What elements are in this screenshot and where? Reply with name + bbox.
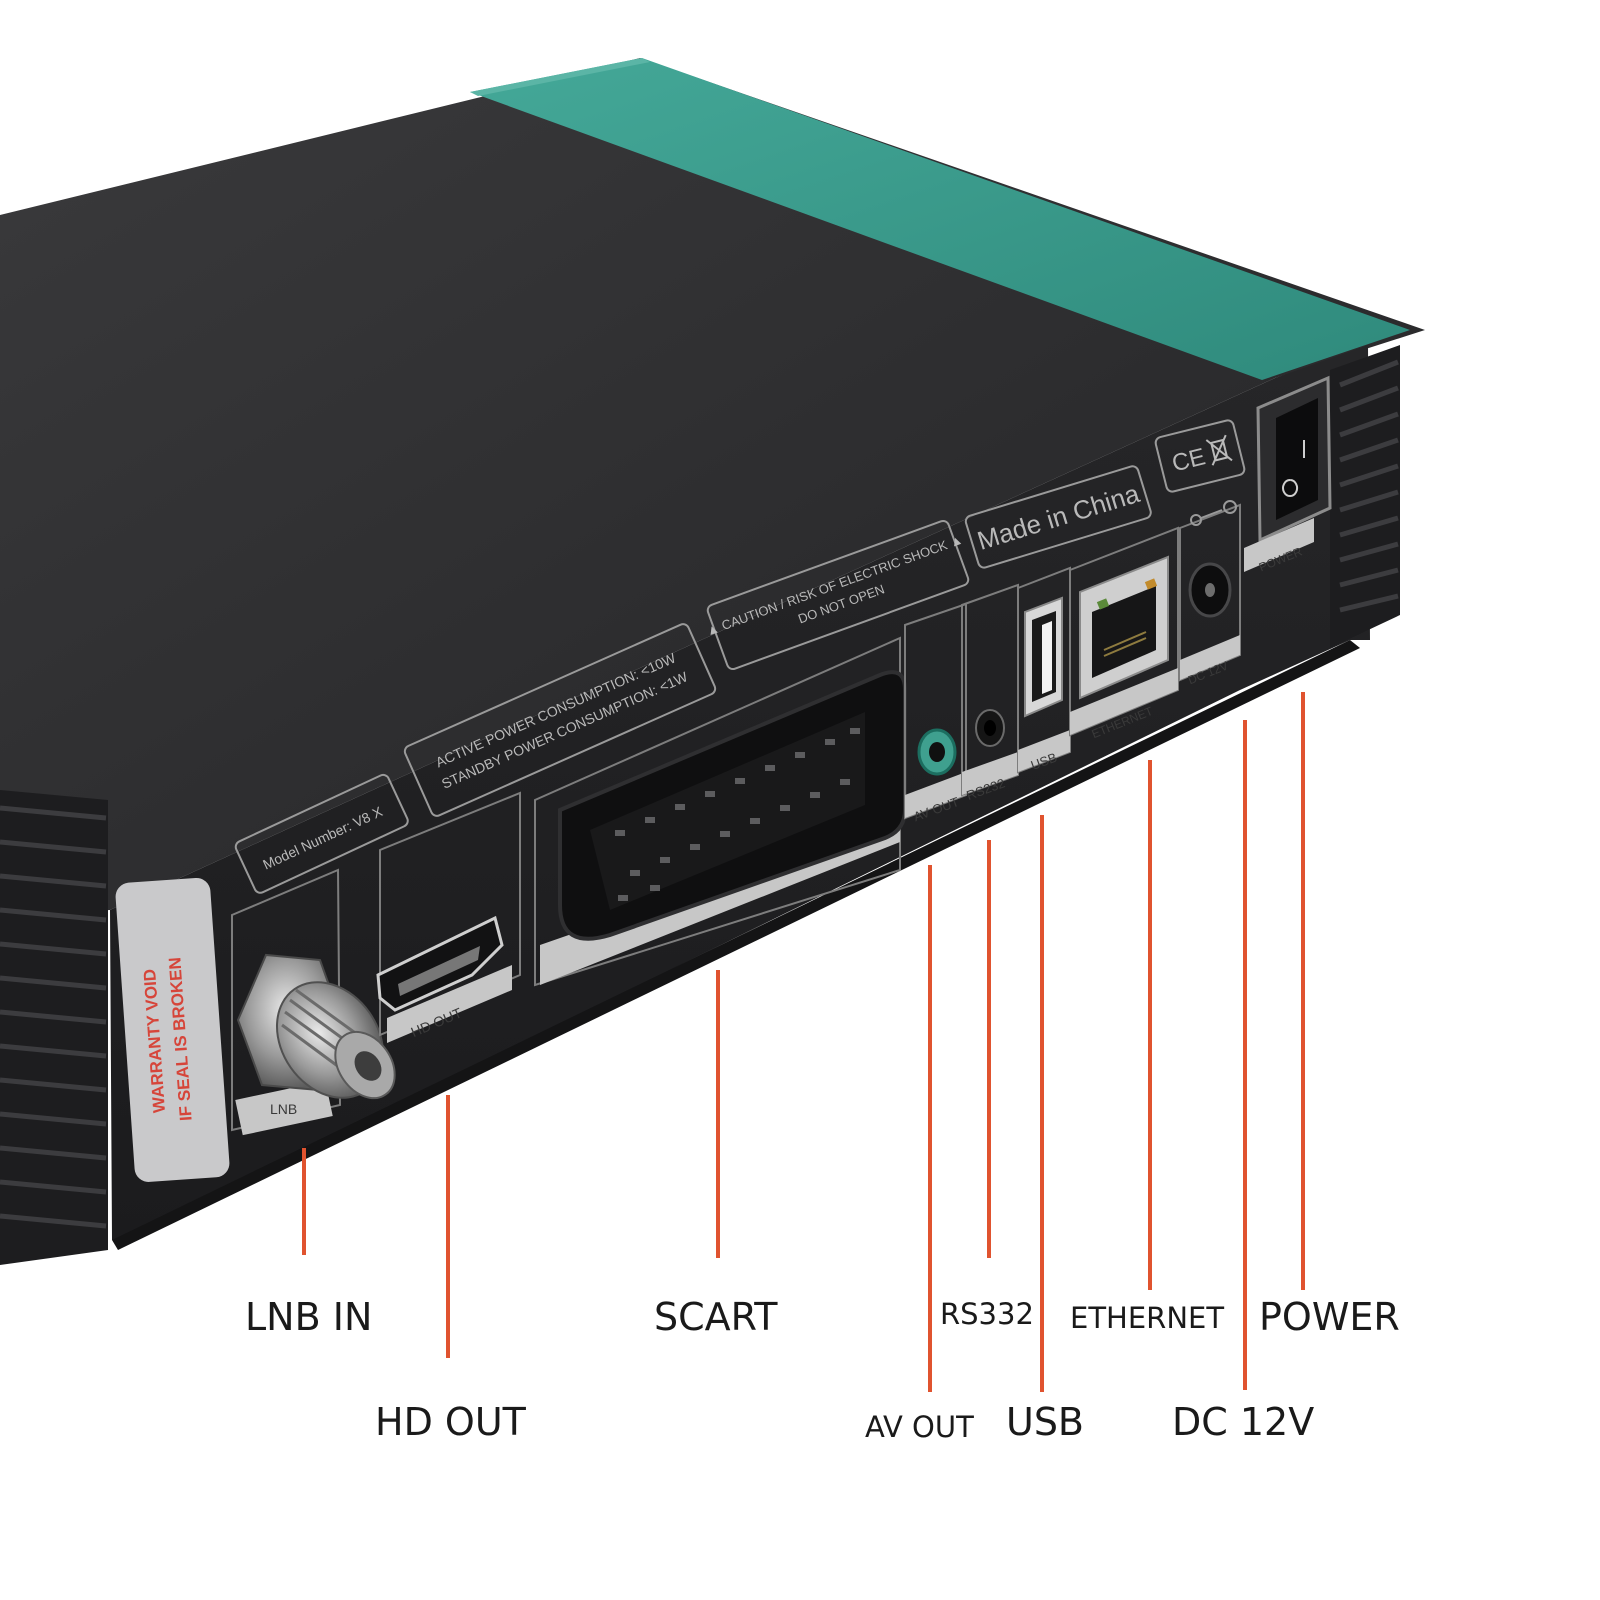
callout-dc-12v: DC 12V bbox=[1172, 1400, 1315, 1444]
left-heatsink-fins bbox=[0, 790, 108, 1265]
callout-power: POWER bbox=[1259, 1295, 1400, 1339]
teal-stripe bbox=[470, 58, 1410, 380]
leader-lines bbox=[302, 692, 1305, 1392]
power-switch: POWER bbox=[1244, 375, 1332, 574]
right-heatsink-fins bbox=[1330, 345, 1400, 648]
callout-ethernet: ETHERNET bbox=[1070, 1301, 1225, 1335]
callout-hd-out: HD OUT bbox=[375, 1400, 526, 1444]
warranty-seal-sticker: WARRANTY VOID IF SEAL IS BROKEN bbox=[115, 877, 230, 1182]
device-bottom-edge bbox=[112, 640, 1360, 1250]
callout-scart: SCART bbox=[654, 1295, 778, 1339]
scart-port bbox=[534, 636, 907, 987]
lnb-in-port: LNB bbox=[231, 868, 396, 1136]
lnb-port-label: LNB bbox=[270, 1101, 297, 1117]
callout-rs332: RS332 bbox=[940, 1297, 1034, 1331]
polarity-icon bbox=[1190, 500, 1237, 526]
hd-out-port: HD OUT bbox=[376, 791, 521, 1043]
top-edge-highlight bbox=[470, 58, 650, 96]
callout-lnb-in: LNB IN bbox=[245, 1295, 373, 1339]
callout-usb: USB bbox=[1006, 1400, 1085, 1444]
callout-av-out: AV OUT bbox=[865, 1410, 974, 1444]
usb-port: USB bbox=[1017, 566, 1071, 774]
